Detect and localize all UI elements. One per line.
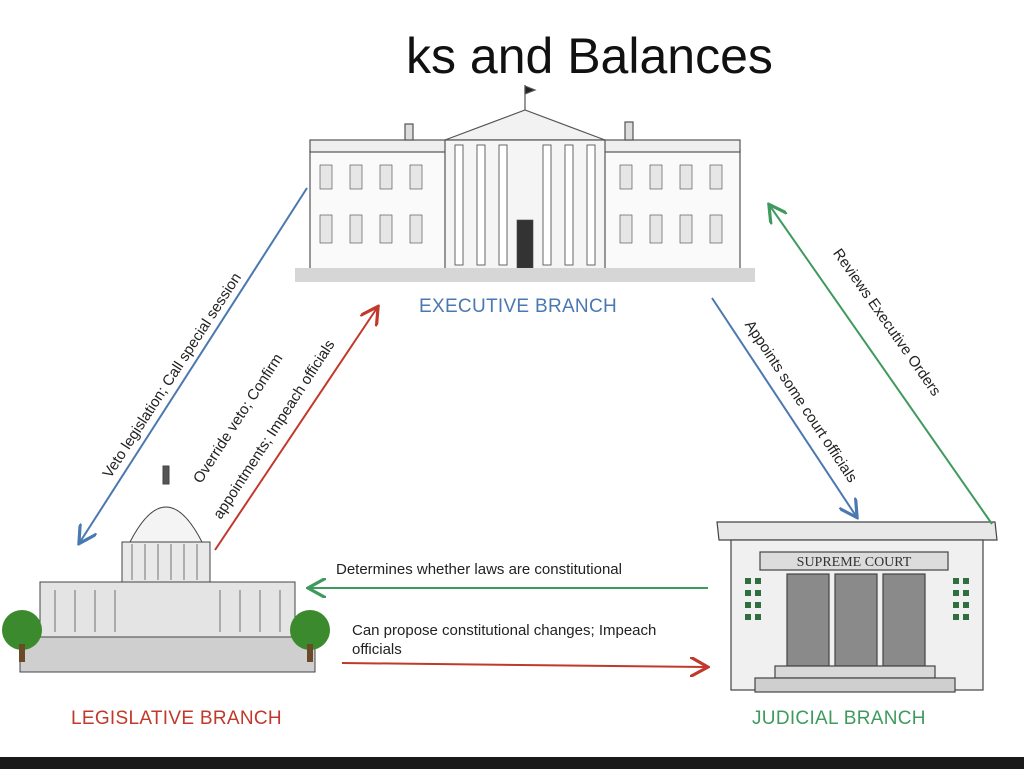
court-sign-text: SUPREME COURT	[797, 555, 912, 570]
arrow-leg-to-jud	[341, 663, 706, 667]
bottom-bar	[0, 757, 1024, 769]
arrow-jud-to-exec	[770, 206, 993, 525]
label-leg-to-jud-2: officials	[352, 641, 402, 658]
arrow-leg-to-exec	[214, 308, 377, 551]
label-jud-to-exec: Reviews Executive Orders	[829, 245, 944, 399]
page-title: ks and Balances	[406, 28, 773, 84]
white-house-illustration	[295, 85, 755, 282]
arrow-exec-to-jud	[711, 297, 856, 516]
label-jud-to-leg: Determines whether laws are constitution…	[336, 561, 622, 578]
label-exec-to-jud: Appoints some court officials	[741, 317, 860, 485]
legislative-branch-label: LEGISLATIVE BRANCH	[71, 708, 282, 729]
label-leg-to-jud-1: Can propose constitutional changes; Impe…	[352, 622, 657, 639]
capitol-illustration	[2, 465, 330, 673]
executive-branch-label: EXECUTIVE BRANCH	[419, 296, 618, 317]
judicial-branch-label: JUDICIAL BRANCH	[752, 708, 926, 729]
supreme-court-illustration: SUPREME COURT	[716, 521, 998, 693]
arrow-exec-to-leg	[80, 187, 308, 542]
